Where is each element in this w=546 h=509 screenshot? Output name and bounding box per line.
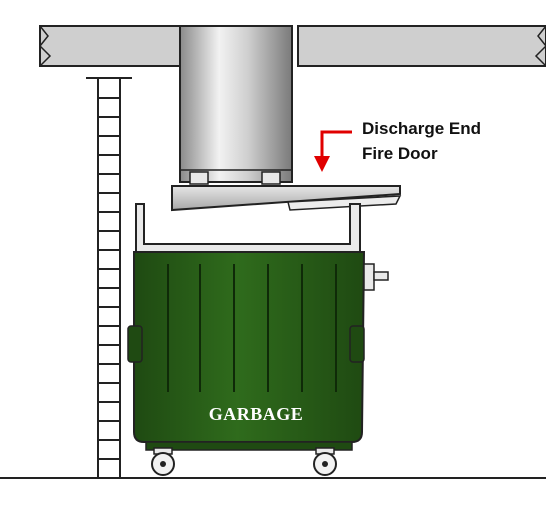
callout-line-1: Discharge End bbox=[362, 119, 482, 138]
bin-wheel-right bbox=[313, 447, 337, 476]
ceiling-slab bbox=[38, 25, 546, 67]
fire-door-callout: Discharge End Fire Door bbox=[362, 116, 481, 166]
garbage-bin: GARBAGE bbox=[127, 203, 389, 451]
bin-label: GARBAGE bbox=[209, 404, 304, 424]
garbage-chute bbox=[179, 25, 293, 185]
ladder bbox=[86, 77, 132, 478]
bin-wheel-left bbox=[151, 447, 175, 476]
fire-door bbox=[171, 185, 402, 212]
callout-line-2: Fire Door bbox=[362, 144, 438, 163]
down-arrow-icon bbox=[314, 130, 352, 172]
